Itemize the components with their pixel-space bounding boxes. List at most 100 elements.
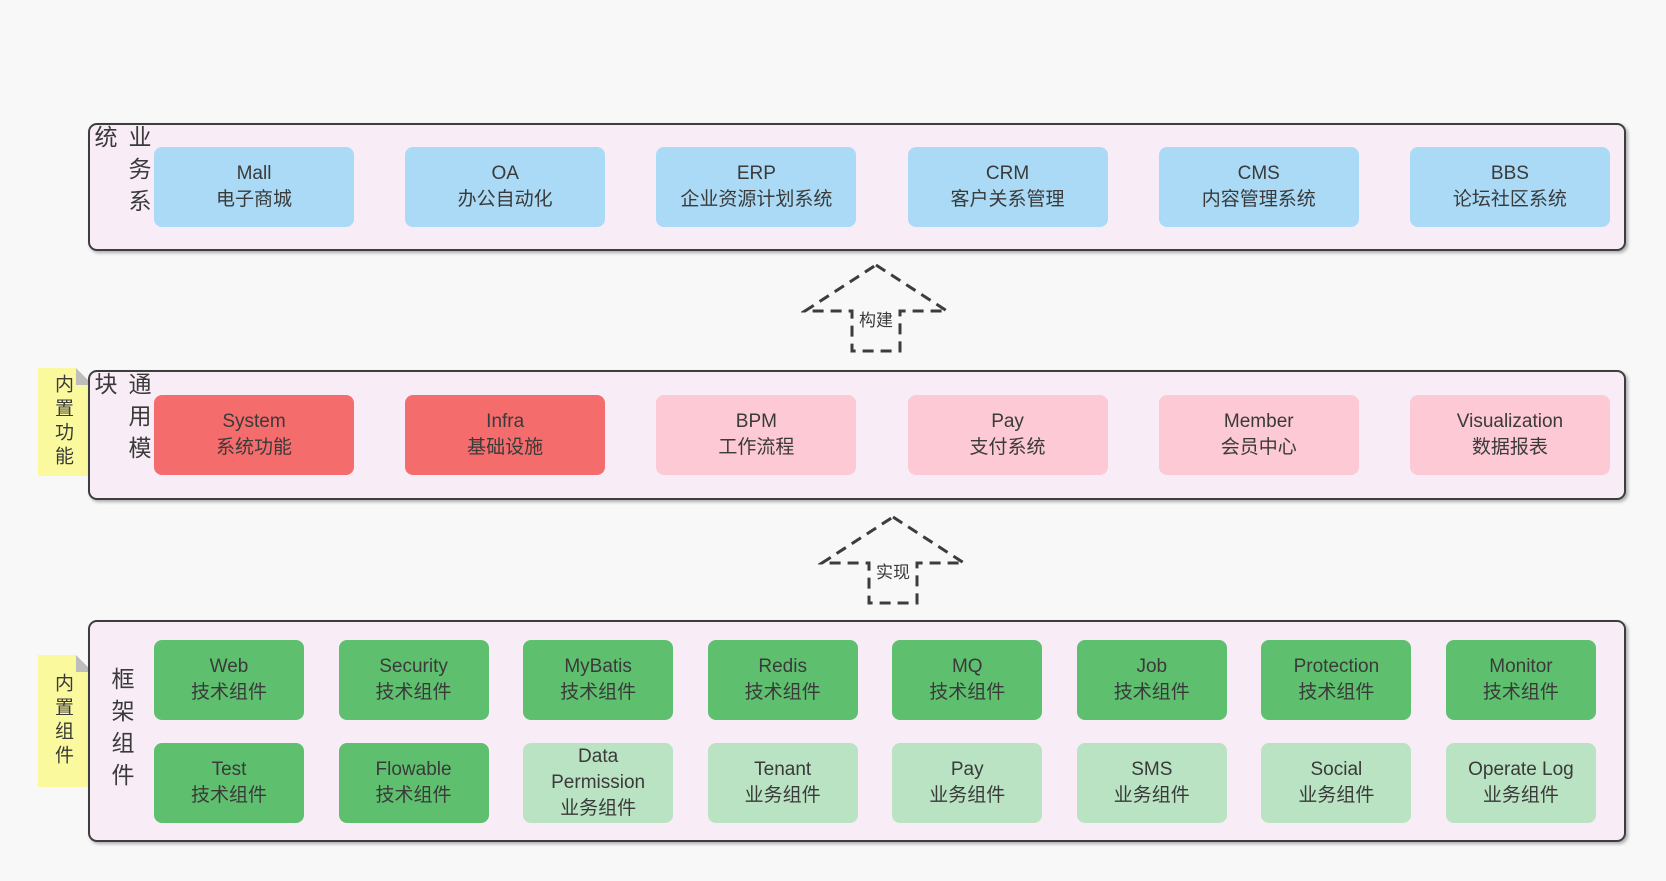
module-box-visualization: Visualization 数据报表 — [1409, 395, 1610, 475]
section-title: 框架组件 — [108, 667, 134, 795]
module-subtitle: 基础设施 — [467, 437, 544, 458]
module-box-member: Member 会员中心 — [1158, 395, 1359, 475]
module-subtitle: 内容管理系统 — [1201, 189, 1316, 210]
module-subtitle: 技术组件 — [744, 681, 821, 703]
module-box-oa: OA 办公自动化 — [405, 147, 606, 227]
module-box-infra: Infra 基础设施 — [405, 395, 606, 475]
module-subtitle: 支付系统 — [969, 437, 1046, 458]
module-title: Protection — [1293, 655, 1380, 677]
section-title: 业务系统 — [91, 125, 151, 221]
module-box-crm: CRM 客户关系管理 — [907, 147, 1108, 227]
sticky-note-label: 内置功能 — [52, 374, 73, 470]
module-subtitle: 会员中心 — [1220, 437, 1297, 458]
module-box-operate-log: Operate Log 业务组件 — [1445, 742, 1596, 823]
module-subtitle: 技术组件 — [190, 784, 267, 806]
module-row: Test 技术组件 Flowable 技术组件 Data Permission 业务组件 T… — [154, 742, 1596, 823]
build-up-arrow-icon: 构建 — [801, 262, 951, 354]
module-subtitle: 业务组件 — [1482, 784, 1559, 806]
module-row: System 系统功能 Infra 基础设施 BPM 工作流程 Pay 支付系统 Member 会… — [154, 395, 1610, 475]
module-row: Mall 电子商城 OA 办公自动化 ERP 企业资源计划系统 CRM 客户关系管理 CMS 内容… — [154, 147, 1610, 227]
module-box-erp: ERP 企业资源计划系统 — [656, 147, 857, 227]
section-business-systems: 业务系统 Mall 电子商城 OA 办公自动化 ERP 企业资源计划系统 CRM 客户关系管理… — [88, 123, 1626, 251]
arrow-label: 构建 — [856, 306, 896, 331]
module-title: BPM — [735, 411, 777, 432]
module-box-mq: MQ 技术组件 — [892, 639, 1043, 720]
module-title: CMS — [1237, 163, 1280, 184]
module-subtitle: 技术组件 — [375, 784, 452, 806]
module-box-mall: Mall 电子商城 — [154, 147, 354, 227]
module-subtitle: 数据报表 — [1471, 437, 1548, 458]
module-box-pay: Pay 业务组件 — [892, 742, 1043, 823]
module-title: Mall — [236, 163, 272, 184]
module-box-flowable: Flowable 技术组件 — [338, 742, 489, 823]
module-box-social: Social 业务组件 — [1261, 742, 1412, 823]
module-title: System — [222, 411, 286, 432]
module-subtitle: 业务组件 — [560, 797, 637, 819]
module-title: Member — [1223, 411, 1294, 432]
module-subtitle: 技术组件 — [375, 681, 452, 703]
module-subtitle: 电子商城 — [215, 189, 292, 210]
module-box-bbs: BBS 论坛社区系统 — [1409, 147, 1610, 227]
module-title: ERP — [736, 163, 776, 184]
module-title: Infra — [486, 411, 525, 432]
module-title: Operate Log — [1468, 758, 1574, 780]
module-title: Test — [211, 758, 247, 780]
arrow-label: 实现 — [873, 558, 913, 583]
module-title: Tenant — [754, 758, 812, 780]
dashed-up-arrow-icon — [801, 263, 951, 353]
module-title: Visualization — [1456, 411, 1564, 432]
module-subtitle: 论坛社区系统 — [1452, 189, 1567, 210]
module-title: MQ — [951, 655, 983, 677]
module-box-pay: Pay 支付系统 — [907, 395, 1108, 475]
module-title: Data Permission — [551, 745, 646, 793]
module-subtitle: 企业资源计划系统 — [680, 189, 833, 210]
sticky-note-builtin-components: 内置组件 — [38, 655, 93, 787]
module-title: Pay — [950, 758, 984, 780]
module-box-system: System 系统功能 — [154, 395, 354, 475]
module-box-monitor: Monitor 技术组件 — [1445, 639, 1596, 720]
sticky-note-label: 内置组件 — [52, 673, 73, 769]
module-title: MyBatis — [564, 655, 632, 677]
module-box-bpm: BPM 工作流程 — [656, 395, 857, 475]
module-title: CRM — [985, 163, 1030, 184]
module-title: Social — [1310, 758, 1363, 780]
module-box-web: Web 技术组件 — [154, 639, 304, 720]
module-box-test: Test 技术组件 — [154, 742, 304, 823]
module-subtitle: 业务组件 — [1298, 784, 1375, 806]
module-subtitle: 系统功能 — [215, 437, 292, 458]
module-grid: System 系统功能 Infra 基础设施 BPM 工作流程 Pay 支付系统 Member 会… — [154, 372, 1610, 498]
module-subtitle: 办公自动化 — [457, 189, 553, 210]
module-subtitle: 技术组件 — [190, 681, 267, 703]
module-title: OA — [491, 163, 519, 184]
module-subtitle: 工作流程 — [718, 437, 795, 458]
module-subtitle: 技术组件 — [929, 681, 1006, 703]
module-grid: Mall 电子商城 OA 办公自动化 ERP 企业资源计划系统 CRM 客户关系管理 CMS 内容… — [154, 125, 1610, 249]
dashed-up-arrow-icon — [818, 515, 968, 605]
module-box-sms: SMS 业务组件 — [1076, 742, 1227, 823]
module-box-cms: CMS 内容管理系统 — [1158, 147, 1359, 227]
implement-up-arrow-icon: 实现 — [818, 514, 968, 606]
module-title: BBS — [1490, 163, 1529, 184]
module-title: SMS — [1131, 758, 1173, 780]
module-title: Redis — [758, 655, 807, 677]
module-title: Monitor — [1489, 655, 1553, 677]
module-subtitle: 业务组件 — [929, 784, 1006, 806]
module-box-data-permission: Data Permission 业务组件 — [523, 742, 674, 823]
module-subtitle: 技术组件 — [1113, 681, 1190, 703]
module-title: Pay — [991, 411, 1024, 432]
module-title: Web — [209, 655, 249, 677]
module-subtitle: 客户关系管理 — [950, 189, 1065, 210]
module-subtitle: 技术组件 — [1482, 681, 1559, 703]
module-subtitle: 业务组件 — [1113, 784, 1190, 806]
section-title: 通用模块 — [91, 372, 151, 468]
module-title: Flowable — [375, 758, 452, 780]
module-box-redis: Redis 技术组件 — [707, 639, 858, 720]
